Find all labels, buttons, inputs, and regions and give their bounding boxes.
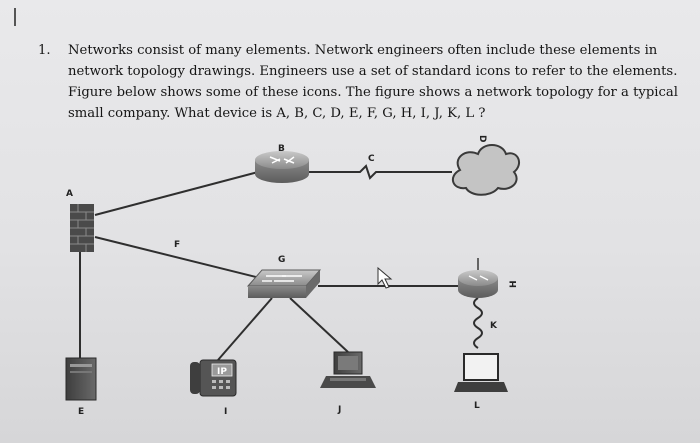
label-I: I <box>224 407 227 417</box>
label-F: F <box>174 240 180 250</box>
laptop-icon <box>454 353 508 392</box>
label-G: G <box>278 255 285 265</box>
serial-link-router-cloud <box>305 164 452 180</box>
firewall-icon <box>70 204 94 252</box>
wireless-router-icon <box>458 258 498 298</box>
question-number: 1. <box>38 43 51 58</box>
label-K: K <box>490 321 498 331</box>
link-switch-phone <box>217 297 273 361</box>
connection-lines <box>79 164 458 361</box>
link-firewall-switch <box>94 236 261 279</box>
label-D: D <box>477 135 487 142</box>
cloud-icon <box>451 144 521 196</box>
mouse-pointer-icon <box>377 266 393 289</box>
label-B: B <box>278 144 285 154</box>
label-A: A <box>66 189 73 199</box>
label-H: H <box>509 280 519 288</box>
pc-icon <box>320 351 376 388</box>
link-firewall-router <box>94 171 259 216</box>
label-J: J <box>337 405 341 415</box>
switch-icon <box>246 269 322 298</box>
label-C: C <box>368 154 375 164</box>
router-icon <box>255 151 309 183</box>
question-text: Networks consist of many elements. Netwo… <box>68 43 678 121</box>
ip-phone-badge: IP <box>217 367 227 377</box>
server-icon <box>65 357 97 401</box>
ip-phone-icon: IP <box>190 359 237 397</box>
link-switch-pc <box>289 297 349 353</box>
label-L: L <box>474 401 480 411</box>
text-cursor-mark <box>14 8 16 26</box>
wireless-link-icon <box>473 297 483 349</box>
label-E: E <box>78 407 84 417</box>
